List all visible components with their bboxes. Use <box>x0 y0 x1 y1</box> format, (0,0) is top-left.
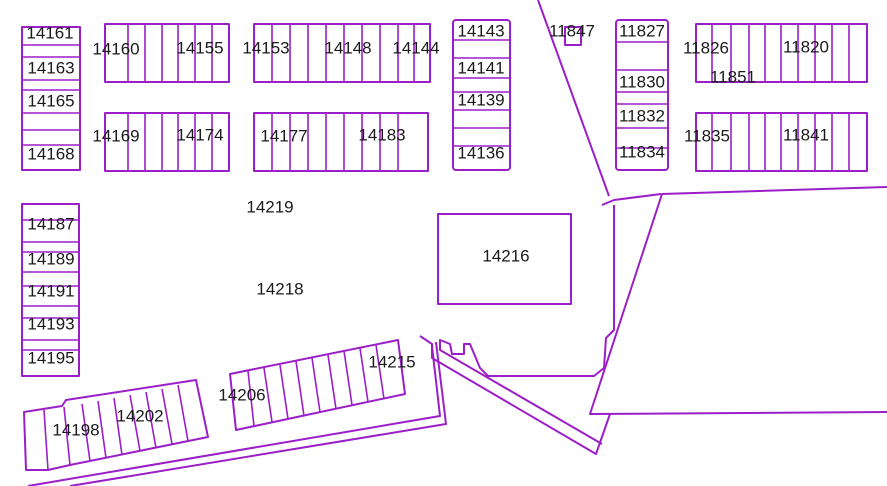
block-bottom-left <box>23 379 209 471</box>
block-left-top <box>21 26 81 171</box>
boundary-lines <box>419 0 887 455</box>
block-row-14169 <box>104 112 230 172</box>
block-col-11827 <box>615 19 669 171</box>
lot-11847-outline <box>564 26 582 46</box>
block-col-14143 <box>452 19 511 171</box>
block-row-14160 <box>104 23 230 83</box>
block-row-14153 <box>253 23 431 83</box>
lot-14216-outline <box>437 213 572 305</box>
block-row-11835 <box>695 112 868 172</box>
block-bottom-mid <box>229 339 406 431</box>
block-left-bottom <box>21 203 80 377</box>
block-row-11826 <box>695 23 868 83</box>
block-row-14177 <box>253 112 429 172</box>
bottom-road <box>27 341 447 486</box>
block-outline <box>21 26 81 171</box>
